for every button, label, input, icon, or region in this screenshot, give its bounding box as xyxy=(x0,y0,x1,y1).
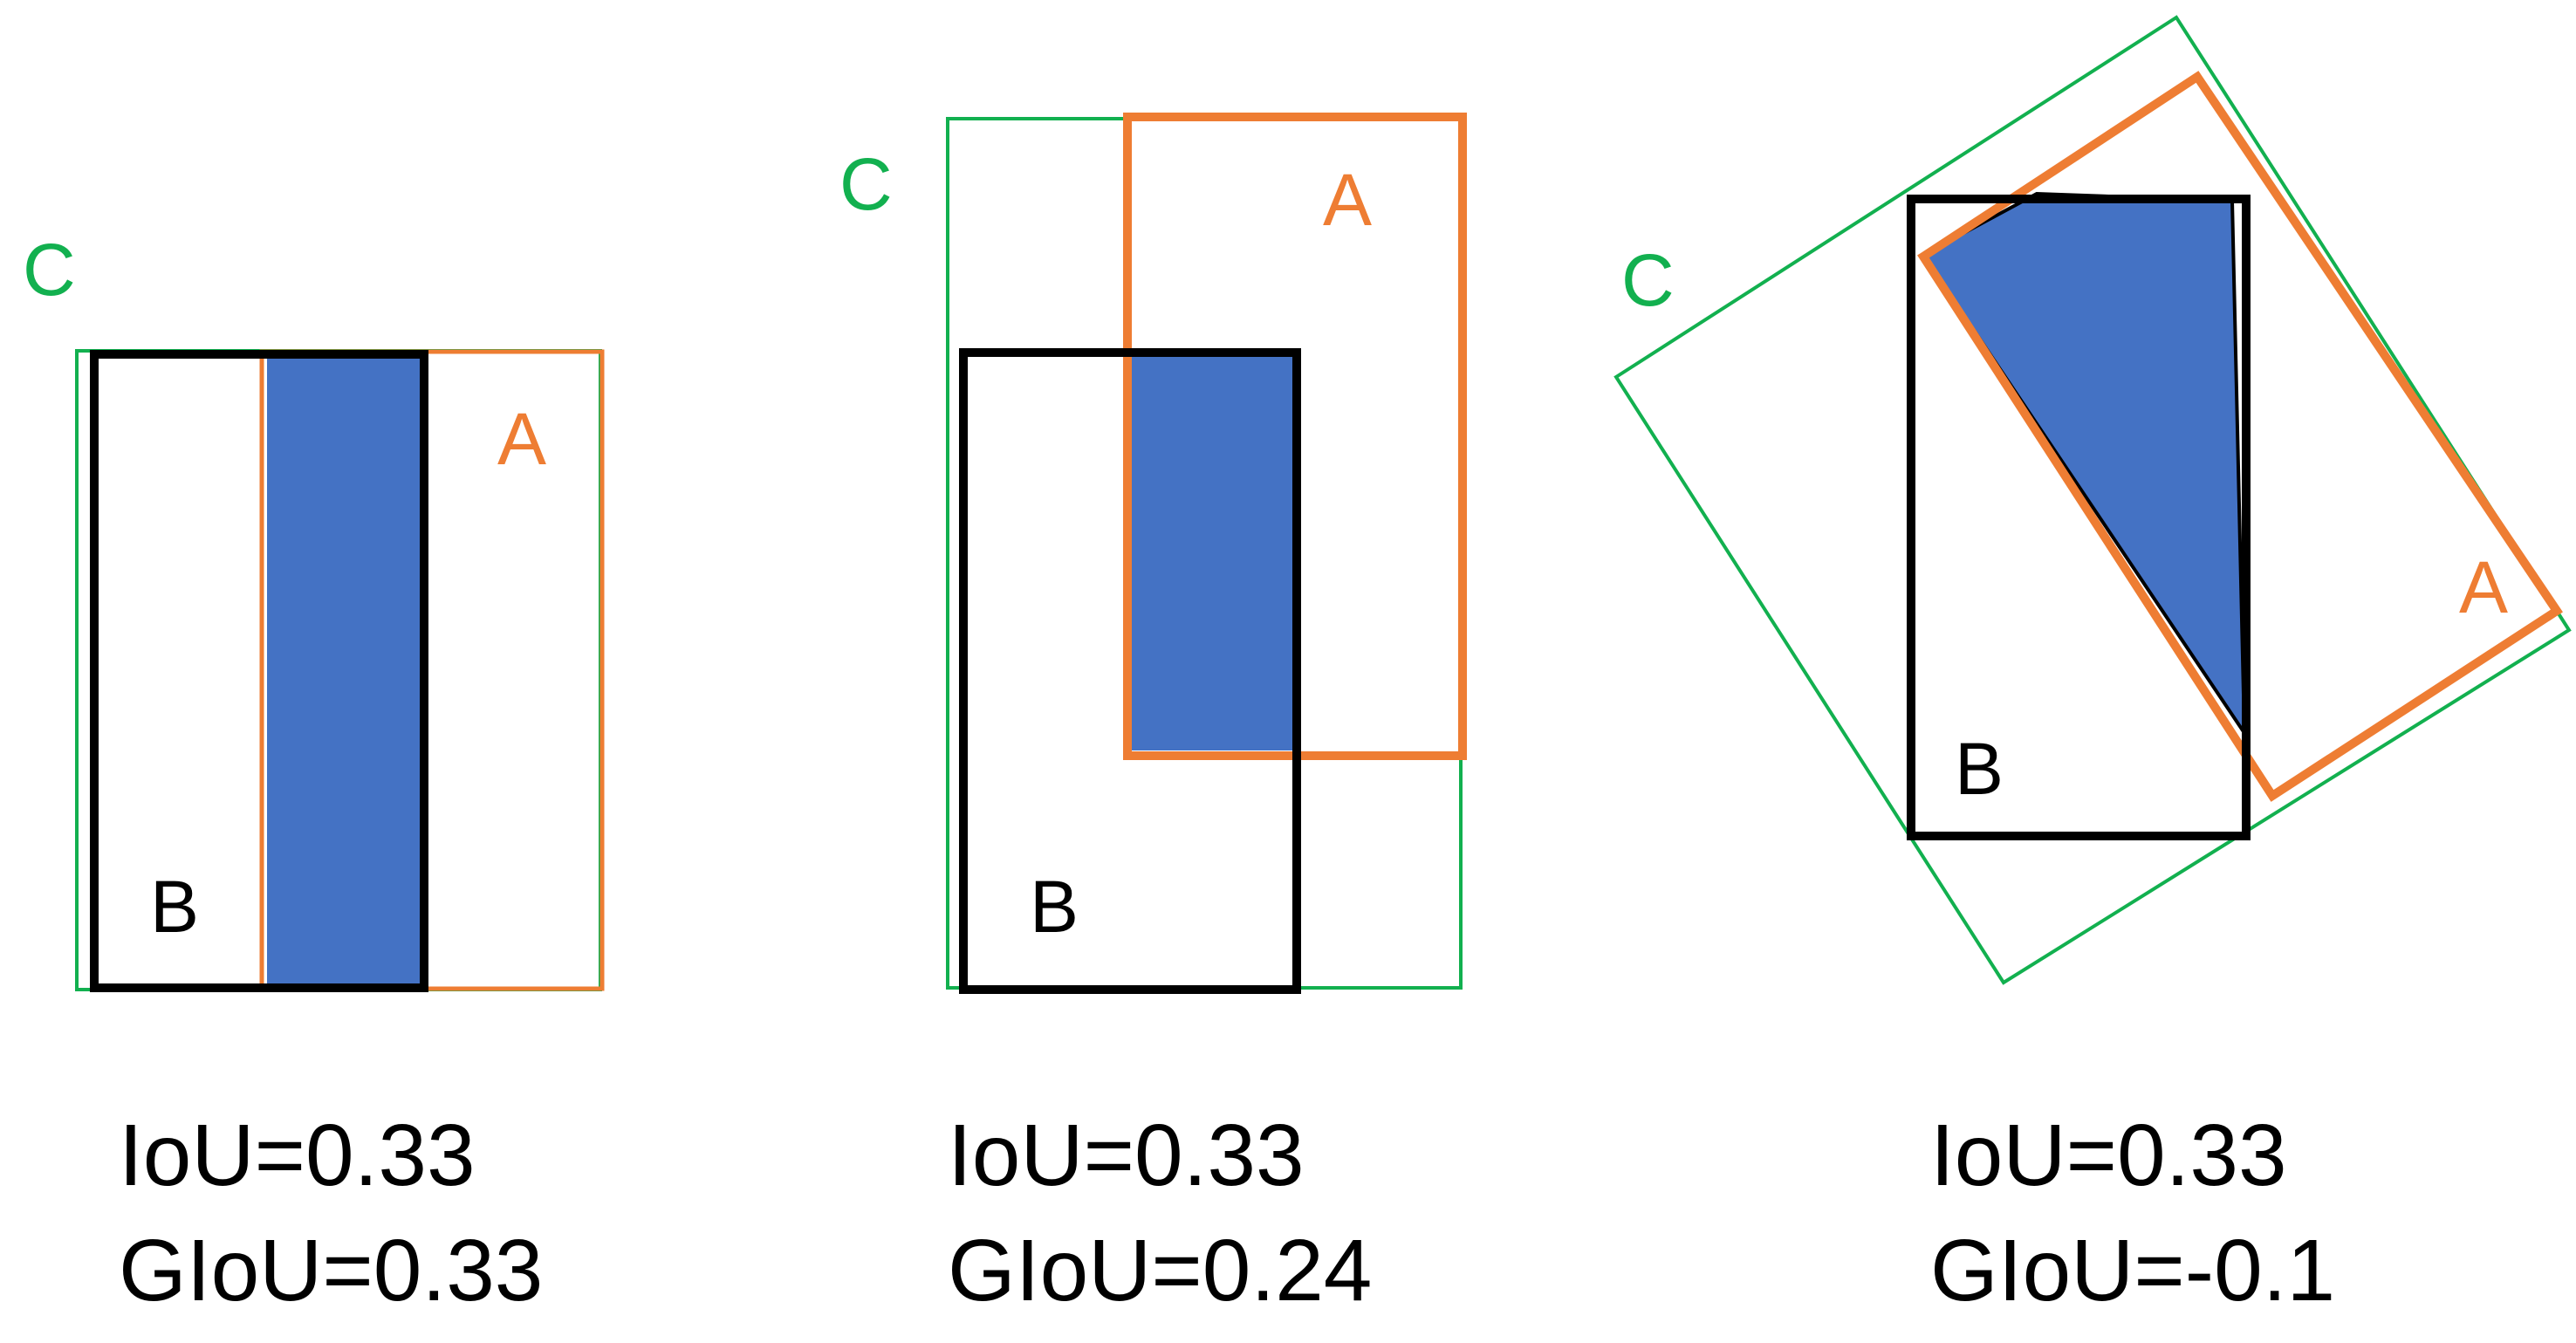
panel-2-label-b: B xyxy=(1030,866,1079,948)
panel-1-box-a xyxy=(259,349,605,991)
panel-2-label-c: C xyxy=(839,143,893,225)
panel-2: C A B IoU=0.33 GIoU=0.24 xyxy=(839,113,1467,1319)
panel-2-box-b xyxy=(959,348,1301,994)
panel-3-label-b: B xyxy=(1955,728,2004,810)
panel-3-giou-value: GIoU=-0.1 xyxy=(1930,1222,2335,1319)
panel-3-intersection-area xyxy=(1921,191,2247,739)
panel-3-label-a: A xyxy=(2459,546,2508,628)
panel-3: C A B IoU=0.33 GIoU=-0.1 xyxy=(1613,15,2572,1319)
panel-2-intersection-area xyxy=(1126,353,1295,750)
panel-2-giou-value: GIoU=0.24 xyxy=(948,1222,1372,1319)
panel-2-label-a: A xyxy=(1323,159,1372,241)
panel-3-iou-value: IoU=0.33 xyxy=(1930,1107,2287,1204)
panel-1-label-b: B xyxy=(150,866,199,948)
panel-3-box-b xyxy=(1907,195,2251,840)
panel-1-intersection-area xyxy=(267,353,426,988)
panel-1-label-a: A xyxy=(497,398,546,480)
panel-3-box-c xyxy=(1613,15,2572,985)
panel-2-iou-value: IoU=0.33 xyxy=(948,1107,1305,1204)
panel-1-iou-value: IoU=0.33 xyxy=(119,1107,476,1204)
panel-3-box-a xyxy=(1917,71,2563,802)
panel-1: C A B IoU=0.33 GIoU=0.33 xyxy=(23,229,605,1319)
panel-1-label-c: C xyxy=(23,229,76,311)
panel-1-box-b xyxy=(90,350,428,992)
panel-1-giou-value: GIoU=0.33 xyxy=(119,1222,543,1319)
panel-3-label-c: C xyxy=(1621,239,1675,321)
